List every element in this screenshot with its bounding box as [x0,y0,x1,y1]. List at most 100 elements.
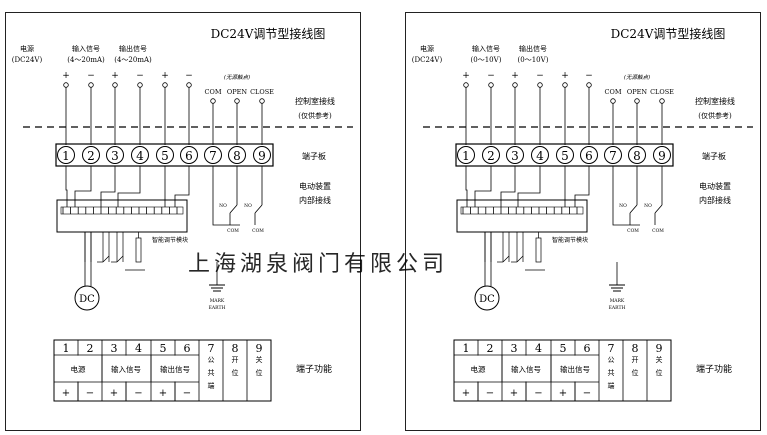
control-room-terminal [586,82,592,88]
terminal-number: 8 [233,149,241,163]
internal-wire [500,175,516,207]
table-number: 2 [487,342,494,355]
terminal-number: 2 [87,149,95,163]
actuator-label: 内部接线 [699,195,731,205]
limit-switch [516,255,524,263]
control-room-terminal [63,82,69,88]
dc-motor [474,285,500,311]
merge-cell [102,355,151,382]
table-number: 8 [632,342,639,355]
actuator-label: 电动装置 [299,181,331,191]
open-switch [229,204,238,214]
terminal-7 [604,146,622,164]
table-number: 7 [608,342,615,355]
contact-label: OPEN [627,88,647,96]
diagram-title: DC24V调节型接线图 [611,26,726,41]
internal-wire [174,175,190,207]
table-sign: + [559,388,567,399]
terminal-6 [180,146,198,164]
actuator-label: 内部接线 [299,195,331,205]
internal-wire [517,175,541,207]
table-sign: + [462,388,470,399]
table-vertical-label: 关位 [656,355,663,377]
reference-note: (仅供参考) [698,111,732,120]
module-pin-row [60,206,184,215]
vertical-char: 位 [656,368,663,377]
table-sign: − [134,388,142,399]
terminal-2 [82,146,100,164]
switch-label: NO [219,203,227,209]
table-sign: − [583,388,591,399]
polarity-sign: + [511,71,519,81]
terminal-number: 2 [487,149,495,163]
signal-group-name: 输入信号 [72,44,100,53]
panel-frame [405,12,761,431]
table-group: 输入信号 [511,364,541,374]
signal-group-spec: (4～20mA) [67,56,105,64]
merge-cell [54,355,102,382]
vertical-char: 公 [208,356,215,364]
contact-terminal [610,98,616,104]
table-vertical-label: 公共端 [608,356,615,390]
switch-label: COM [652,228,664,234]
potentiometer [535,237,542,263]
contact-label: CLOSE [250,88,274,96]
reference-note: (仅供参考) [298,111,332,120]
table-number: 6 [584,342,591,355]
terminal-3 [506,146,524,164]
limit-switch [502,255,510,263]
signal-group-spec: (DC24V) [412,56,443,64]
terminal-number: 8 [633,149,641,163]
potentiometer [135,237,142,263]
table-number: 9 [656,342,663,355]
signal-group-spec: (0～10V) [518,56,549,64]
vertical-char: 端 [208,381,215,390]
vertical-char: 开 [232,356,239,364]
table-vertical-label: 开位 [232,356,239,377]
control-module-box [456,199,588,233]
terminal-number: 7 [609,149,617,163]
switch-label: COM [252,228,264,234]
table-group: 输出信号 [160,364,190,374]
table-number: 5 [560,342,567,355]
internal-wire [474,175,492,207]
polarity-sign: − [536,71,544,81]
motor-label: DC [479,294,495,305]
terminal-number: 4 [136,149,144,163]
module-label: 智能调节模块 [152,236,188,244]
polarity-sign: − [487,71,495,81]
terminal-6 [580,146,598,164]
contact-terminal [659,98,665,104]
internal-wire [574,175,590,207]
signal-group-spec: (DC24V) [12,56,43,64]
vertical-char: 端 [608,381,615,390]
terminal-2 [482,146,500,164]
table-group: 电源 [71,364,86,374]
polarity-sign: − [136,71,144,81]
terminal-function-label: 端子功能 [696,363,732,375]
polarity-sign: − [185,71,193,81]
terminal-function-label: 端子功能 [296,363,332,375]
control-module-box [56,199,188,233]
merge-cell [151,355,199,382]
terminal-1 [57,146,75,164]
function-table [53,339,272,402]
terminal-strip [55,143,274,167]
merge-cell [454,355,502,382]
vertical-char: 公 [608,356,615,364]
polarity-sign: − [87,71,95,81]
table-vertical-label: 关位 [256,355,263,377]
terminal-4 [531,146,549,164]
terminal-number: 5 [161,149,169,163]
polarity-sign: + [161,71,169,81]
table-group: 输出信号 [560,364,590,374]
open-switch [629,204,638,214]
table-sign: + [159,388,167,399]
terminal-5 [556,146,574,164]
contact-label: CLOSE [650,88,674,96]
signal-group-name: 电源 [20,44,34,53]
switch-label: COM [627,228,639,234]
control-room-terminal [88,82,94,88]
earth-label: MARK [610,298,625,304]
